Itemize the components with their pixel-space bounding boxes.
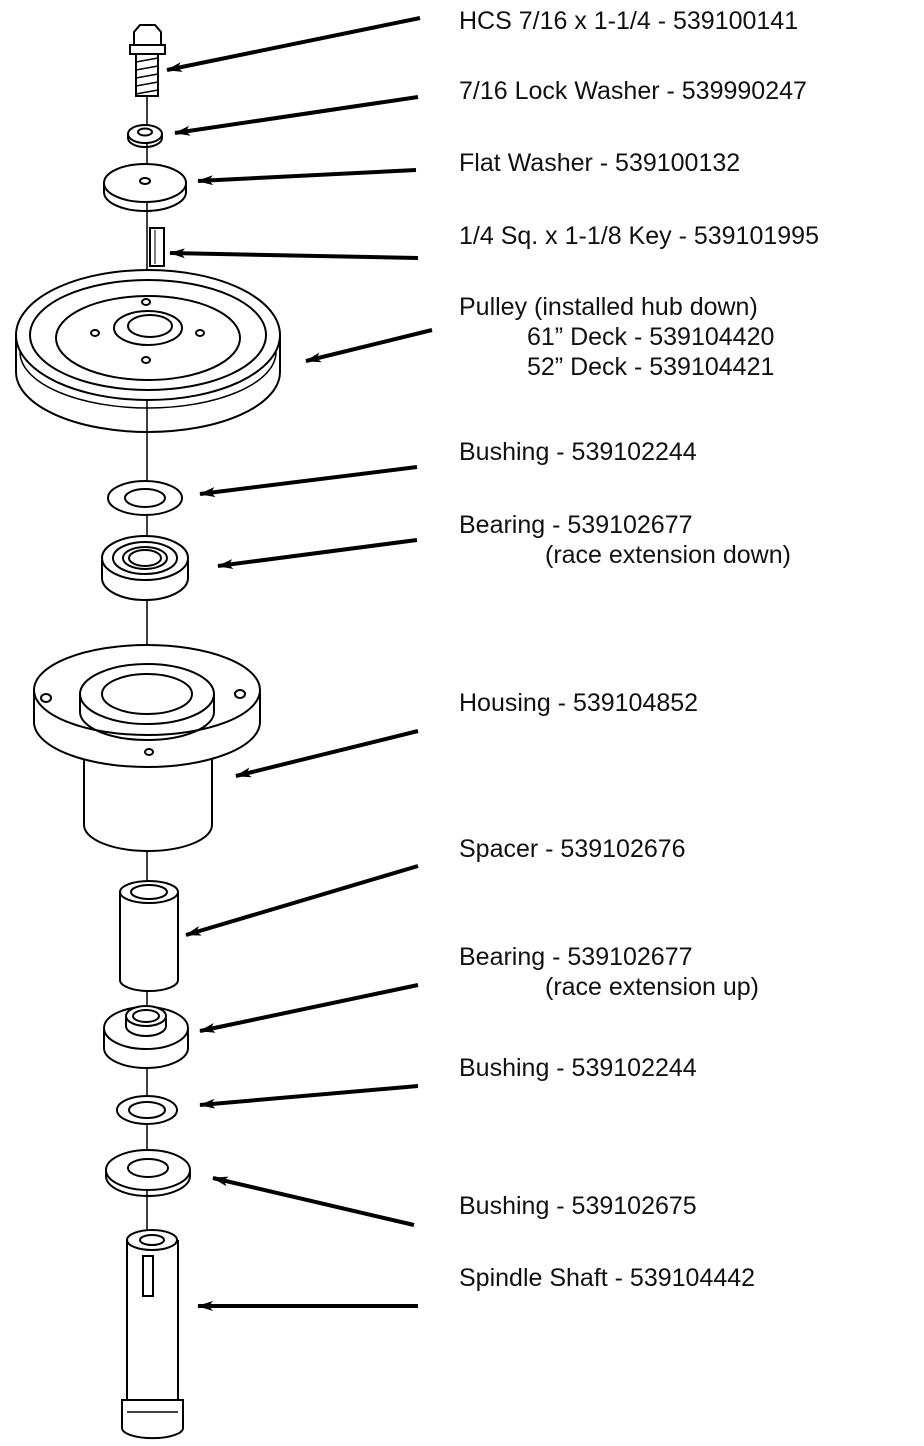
leader-lock-washer <box>174 95 419 136</box>
label-spindle-shaft: Spindle Shaft - 539104442 <box>459 1263 755 1293</box>
label-bushing-lower-text: Bushing - 539102244 <box>459 1054 697 1082</box>
label-bushing-upper-text: Bushing - 539102244 <box>459 438 697 466</box>
leader-spacer <box>185 864 419 937</box>
bushing-upper-part <box>107 480 183 516</box>
leader-bearing-upper <box>217 538 418 570</box>
key-part <box>149 227 165 267</box>
label-flat-washer: Flat Washer - 539100132 <box>459 148 740 178</box>
label-bushing-large-text: Bushing - 539102675 <box>459 1192 697 1220</box>
label-bearing-lower: Bearing - 539102677 (race extension up) <box>459 942 759 1002</box>
leader-bearing-lower <box>199 983 419 1033</box>
pulley-part <box>15 269 281 433</box>
bushing-lower-part <box>116 1095 178 1125</box>
lock-washer-part <box>127 124 163 148</box>
housing-part <box>33 644 261 852</box>
leader-key <box>169 248 419 260</box>
label-flat-washer-text: Flat Washer - 539100132 <box>459 149 741 177</box>
leader-pulley <box>305 328 433 363</box>
label-hcs-text: HCS 7/16 x 1-1/4 - 539100141 <box>459 7 799 35</box>
label-bearing-upper: Bearing - 539102677 (race extension down… <box>459 510 791 570</box>
leader-bushing-lower <box>199 1084 419 1109</box>
label-key: 1/4 Sq. x 1-1/8 Key - 539101995 <box>459 221 819 251</box>
label-lock-washer: 7/16 Lock Washer - 539990247 <box>459 76 807 106</box>
label-bearing-upper-note: (race extension down) <box>545 541 791 569</box>
spindle-shaft-part <box>121 1229 184 1440</box>
label-bearing-upper-text: Bearing - 539102677 <box>459 511 693 539</box>
spacer-part <box>119 880 179 992</box>
label-housing-text: Housing - 539104852 <box>459 689 699 717</box>
label-bushing-lower: Bushing - 539102244 <box>459 1053 697 1083</box>
leader-hcs <box>166 16 421 72</box>
bearing-lower-part <box>103 1005 189 1069</box>
label-bearing-lower-note: (race extension up) <box>545 973 760 1001</box>
label-pulley-61-deck: 61” Deck - 539104420 <box>527 323 775 351</box>
label-housing: Housing - 539104852 <box>459 688 698 718</box>
bearing-upper-part <box>101 535 189 601</box>
label-bushing-large: Bushing - 539102675 <box>459 1191 697 1221</box>
label-pulley-52-deck: 52” Deck - 539104421 <box>527 353 775 381</box>
label-spacer: Spacer - 539102676 <box>459 834 686 864</box>
label-pulley: Pulley (installed hub down) 61” Deck - 5… <box>459 292 774 382</box>
label-spacer-text: Spacer - 539102676 <box>459 835 686 863</box>
label-bushing-upper: Bushing - 539102244 <box>459 437 697 467</box>
bushing-large-part <box>105 1149 191 1197</box>
label-lock-washer-text: 7/16 Lock Washer - 539990247 <box>459 77 807 105</box>
label-pulley-text: Pulley (installed hub down) <box>459 293 758 321</box>
leader-bushing-large <box>212 1176 415 1227</box>
label-spindle-shaft-text: Spindle Shaft - 539104442 <box>459 1264 756 1292</box>
leader-housing <box>235 729 419 778</box>
label-key-text: 1/4 Sq. x 1-1/8 Key - 539101995 <box>459 222 819 250</box>
bolt-part <box>129 24 166 97</box>
flat-washer-part <box>103 163 187 212</box>
label-bearing-lower-text: Bearing - 539102677 <box>459 943 693 971</box>
label-hcs: HCS 7/16 x 1-1/4 - 539100141 <box>459 6 798 36</box>
leader-bushing-upper <box>199 465 418 498</box>
leader-flat-washer <box>197 168 417 186</box>
